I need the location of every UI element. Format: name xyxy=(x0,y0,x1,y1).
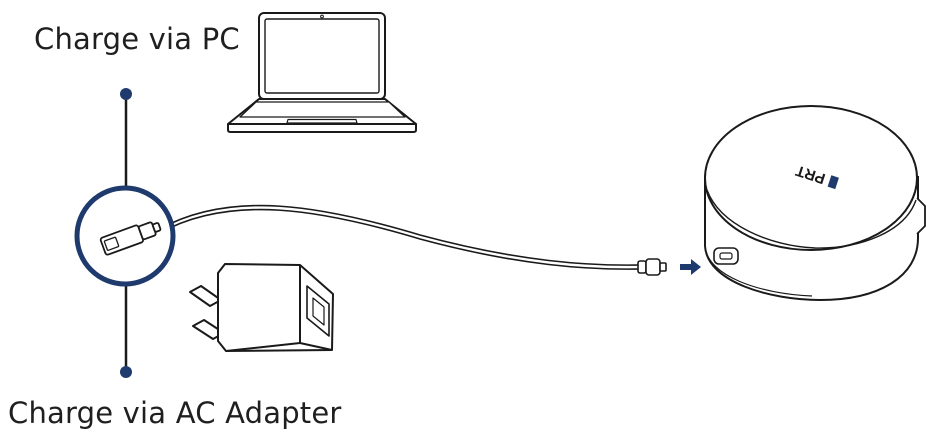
charge-via-ac-adapter-label: Charge via AC Adapter xyxy=(8,396,342,430)
pc-option-dot xyxy=(120,88,132,100)
ac-adapter-icon xyxy=(189,263,334,352)
usb-cable xyxy=(159,204,641,266)
charging-port xyxy=(713,247,739,265)
selector-line xyxy=(120,88,132,378)
charging-dock-icon: PRT xyxy=(704,105,926,302)
usb-plug-icon xyxy=(74,185,176,287)
arrow-right-icon xyxy=(680,259,701,275)
ac-option-dot xyxy=(120,366,132,378)
micro-usb-plug xyxy=(637,258,667,276)
laptop-icon xyxy=(227,12,417,133)
charge-via-pc-label: Charge via PC xyxy=(34,22,240,56)
